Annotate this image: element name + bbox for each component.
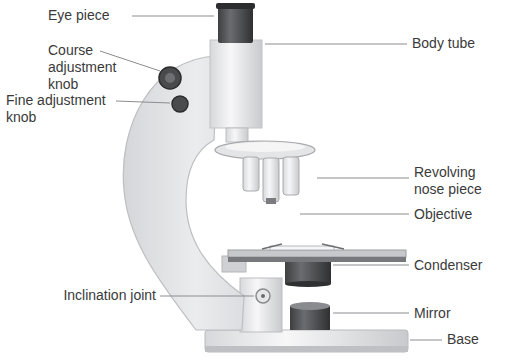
leader-line [265,44,407,45]
body-tube [210,40,262,128]
leader-line [132,16,214,17]
part-label: Objective [414,206,514,223]
part-label: Condenser [414,257,514,274]
objective-lens [263,158,279,202]
base-edge [205,346,408,352]
objective-lens [243,157,259,191]
condenser [285,262,331,284]
slide [270,246,334,250]
leader-line [333,313,409,314]
revolving-nose-piece [215,141,315,159]
nose-piece-top [225,142,305,152]
leader-line [116,101,170,103]
stage-edge [228,257,406,262]
objective-lens [283,157,299,195]
part-label: Body tube [412,35,512,52]
coarse-knob-center [165,73,175,83]
part-label: Fine adjustment knob [6,92,124,126]
leader-line [300,214,409,215]
leader-line [317,178,409,179]
mirror-face [290,302,330,310]
stage [228,250,406,257]
leader-line [410,340,442,341]
coarse-knob [159,67,181,89]
part-label: Eye piece [48,7,138,24]
stage-clips [262,244,344,249]
inclination-joint [256,289,270,303]
eye-piece-rim [216,3,255,9]
part-label: Mirror [414,305,514,322]
condenser-bottom [285,281,331,287]
leader-line [333,265,409,266]
part-label: Course adjustment knob [48,42,133,93]
base [205,330,408,352]
nose-mount [226,128,248,142]
objective-tip [266,198,276,204]
pillar [240,278,282,332]
part-label: Base [447,331,517,348]
part-label: Revolving nose piece [414,164,504,198]
fine-knob [172,96,188,112]
joint-pin [261,294,265,298]
part-label: Inclination joint [62,287,156,304]
leader-line [160,296,254,297]
